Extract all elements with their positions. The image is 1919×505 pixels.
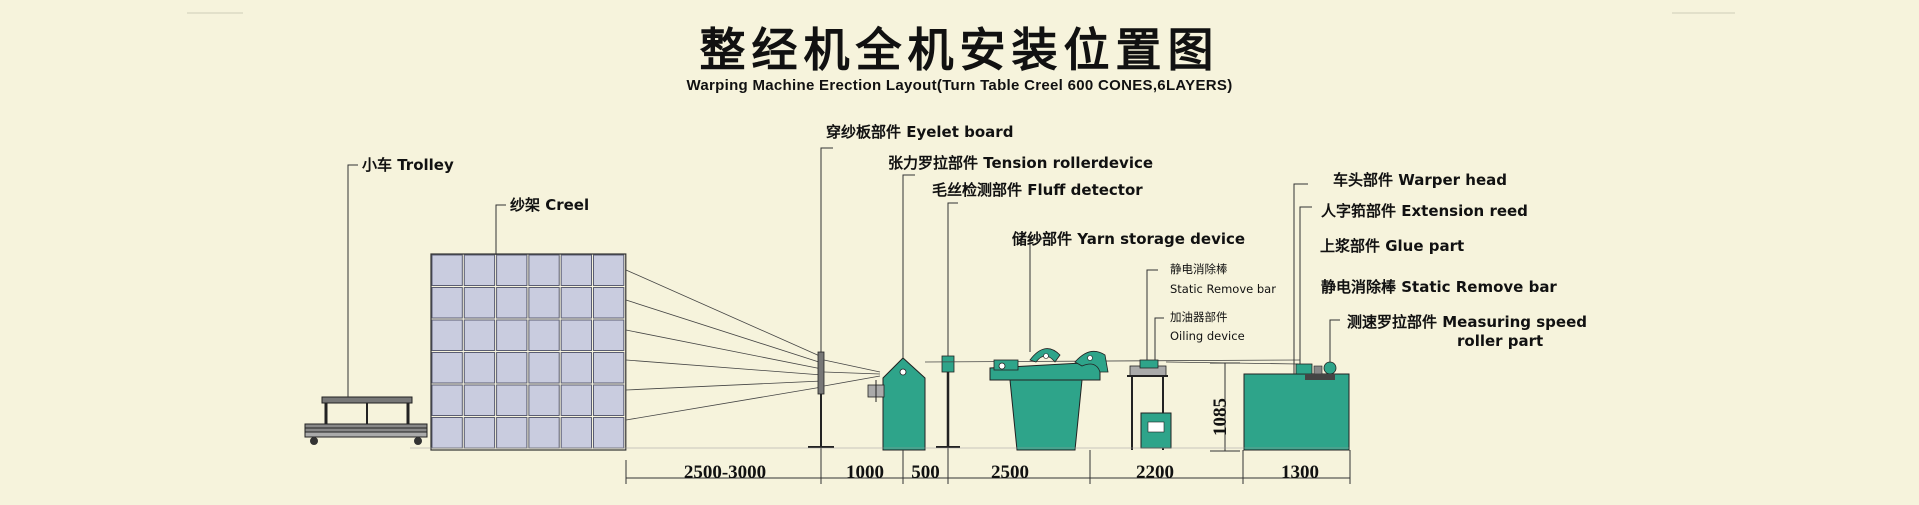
page-subtitle: Warping Machine Erection Layout(Turn Tab…: [686, 77, 1233, 94]
creel-cell: [463, 254, 496, 286]
label-static-remove-bar: 静电消除棒 Static Remove bar: [1321, 278, 1557, 296]
dimension-eyelet-to-tension: 1000: [846, 462, 884, 483]
creel: [430, 253, 627, 451]
label-yarn-storage: 储纱部件 Yarn storage device: [1012, 230, 1246, 248]
warper-head: [1243, 361, 1350, 451]
label-eyelet-board: 穿纱板部件 Eyelet board: [826, 123, 1014, 141]
page-title: 整经机全机安装位置图: [699, 23, 1220, 77]
creel-cell: [496, 384, 528, 416]
creel-cell: [431, 254, 463, 286]
measuring-leader: [1329, 319, 1340, 362]
creel-cell: [593, 384, 625, 416]
creel-cell: [496, 254, 528, 286]
static-small-leader: [1146, 269, 1158, 360]
creel-cell: [496, 417, 528, 449]
creel-cell: [463, 417, 496, 449]
label-oiling-en: Oiling device: [1170, 329, 1245, 343]
label-static-remove-small-cn: 静电消除棒: [1170, 262, 1228, 276]
creel-cell: [528, 417, 560, 449]
creel-cell: [593, 417, 625, 449]
creel-cell: [528, 319, 560, 351]
creel-cell: [560, 319, 593, 351]
creel-cell: [560, 254, 593, 286]
creel-cell: [560, 384, 593, 416]
storage-leader: [1029, 238, 1042, 352]
dimension-height: 1085: [1210, 398, 1231, 436]
creel-cell: [528, 384, 560, 416]
label-extension-reed: 人字筘部件 Extension reed: [1321, 202, 1528, 220]
label-trolley: 小车 Trolley: [362, 156, 454, 174]
creel-cell: [431, 319, 463, 351]
label-measuring-speed-1: 测速罗拉部件 Measuring speed: [1347, 313, 1587, 331]
height-dimension: [1210, 362, 1240, 452]
creel-cell: [463, 287, 496, 319]
eyelet-leader: [820, 147, 833, 352]
creel-leader: [495, 204, 506, 255]
creel-cell: [496, 287, 528, 319]
label-glue-part: 上浆部件 Glue part: [1320, 237, 1465, 255]
dimension-creel-to-eyelet: 2500-3000: [683, 462, 767, 483]
creel-cell: [528, 287, 560, 319]
tension-leader: [902, 174, 915, 358]
label-fluff-detector: 毛丝检测部件 Fluff detector: [932, 181, 1143, 199]
label-creel: 纱架 Creel: [510, 196, 590, 214]
creel-cell: [528, 352, 560, 384]
eyelet-board: [808, 351, 834, 448]
dimension-tension-to-fluff: 500: [911, 462, 940, 483]
creel-cell: [431, 352, 463, 384]
creel-frame: [430, 253, 627, 451]
creel-cell: [463, 384, 496, 416]
reed-leader: [1299, 206, 1312, 364]
dimension-fluff-to-storage: 2500: [991, 462, 1029, 483]
creel-cell: [463, 319, 496, 351]
oiling-leader: [1154, 317, 1164, 360]
dimension-warper-head: 1300: [1281, 462, 1319, 483]
tension-roller: [867, 357, 926, 451]
yarn-storage: [989, 348, 1109, 451]
creel-cell: [496, 319, 528, 351]
creel-cell: [431, 287, 463, 319]
creel-cell: [593, 287, 625, 319]
trolley: [304, 396, 428, 445]
creel-cell: [431, 384, 463, 416]
creel-cell: [496, 352, 528, 384]
creel-cell: [528, 254, 560, 286]
creel-cell: [593, 254, 625, 286]
fluff-detector: [936, 355, 960, 448]
creel-cell: [463, 352, 496, 384]
creel-cell: [593, 319, 625, 351]
dimension-line: [625, 448, 1351, 484]
label-tension-roller: 张力罗拉部件 Tension rollerdevice: [888, 154, 1154, 172]
label-warper-head: 车头部件 Warper head: [1333, 171, 1507, 189]
label-static-remove-small-en: Static Remove bar: [1170, 282, 1276, 296]
warper-leader: [1293, 183, 1308, 374]
fluff-leader: [947, 202, 958, 356]
creel-cell: [560, 287, 593, 319]
yarn-lines: [625, 269, 823, 421]
dimension-storage-to-head: 2200: [1136, 462, 1174, 483]
oiling-device: [1127, 359, 1172, 450]
creel-cell: [593, 352, 625, 384]
label-oiling-cn: 加油器部件: [1170, 310, 1228, 324]
creel-cell: [560, 417, 593, 449]
label-measuring-speed-2: roller part: [1457, 332, 1544, 350]
creel-cell: [560, 352, 593, 384]
creel-cell: [431, 417, 463, 449]
trolley-leader: [347, 164, 358, 397]
